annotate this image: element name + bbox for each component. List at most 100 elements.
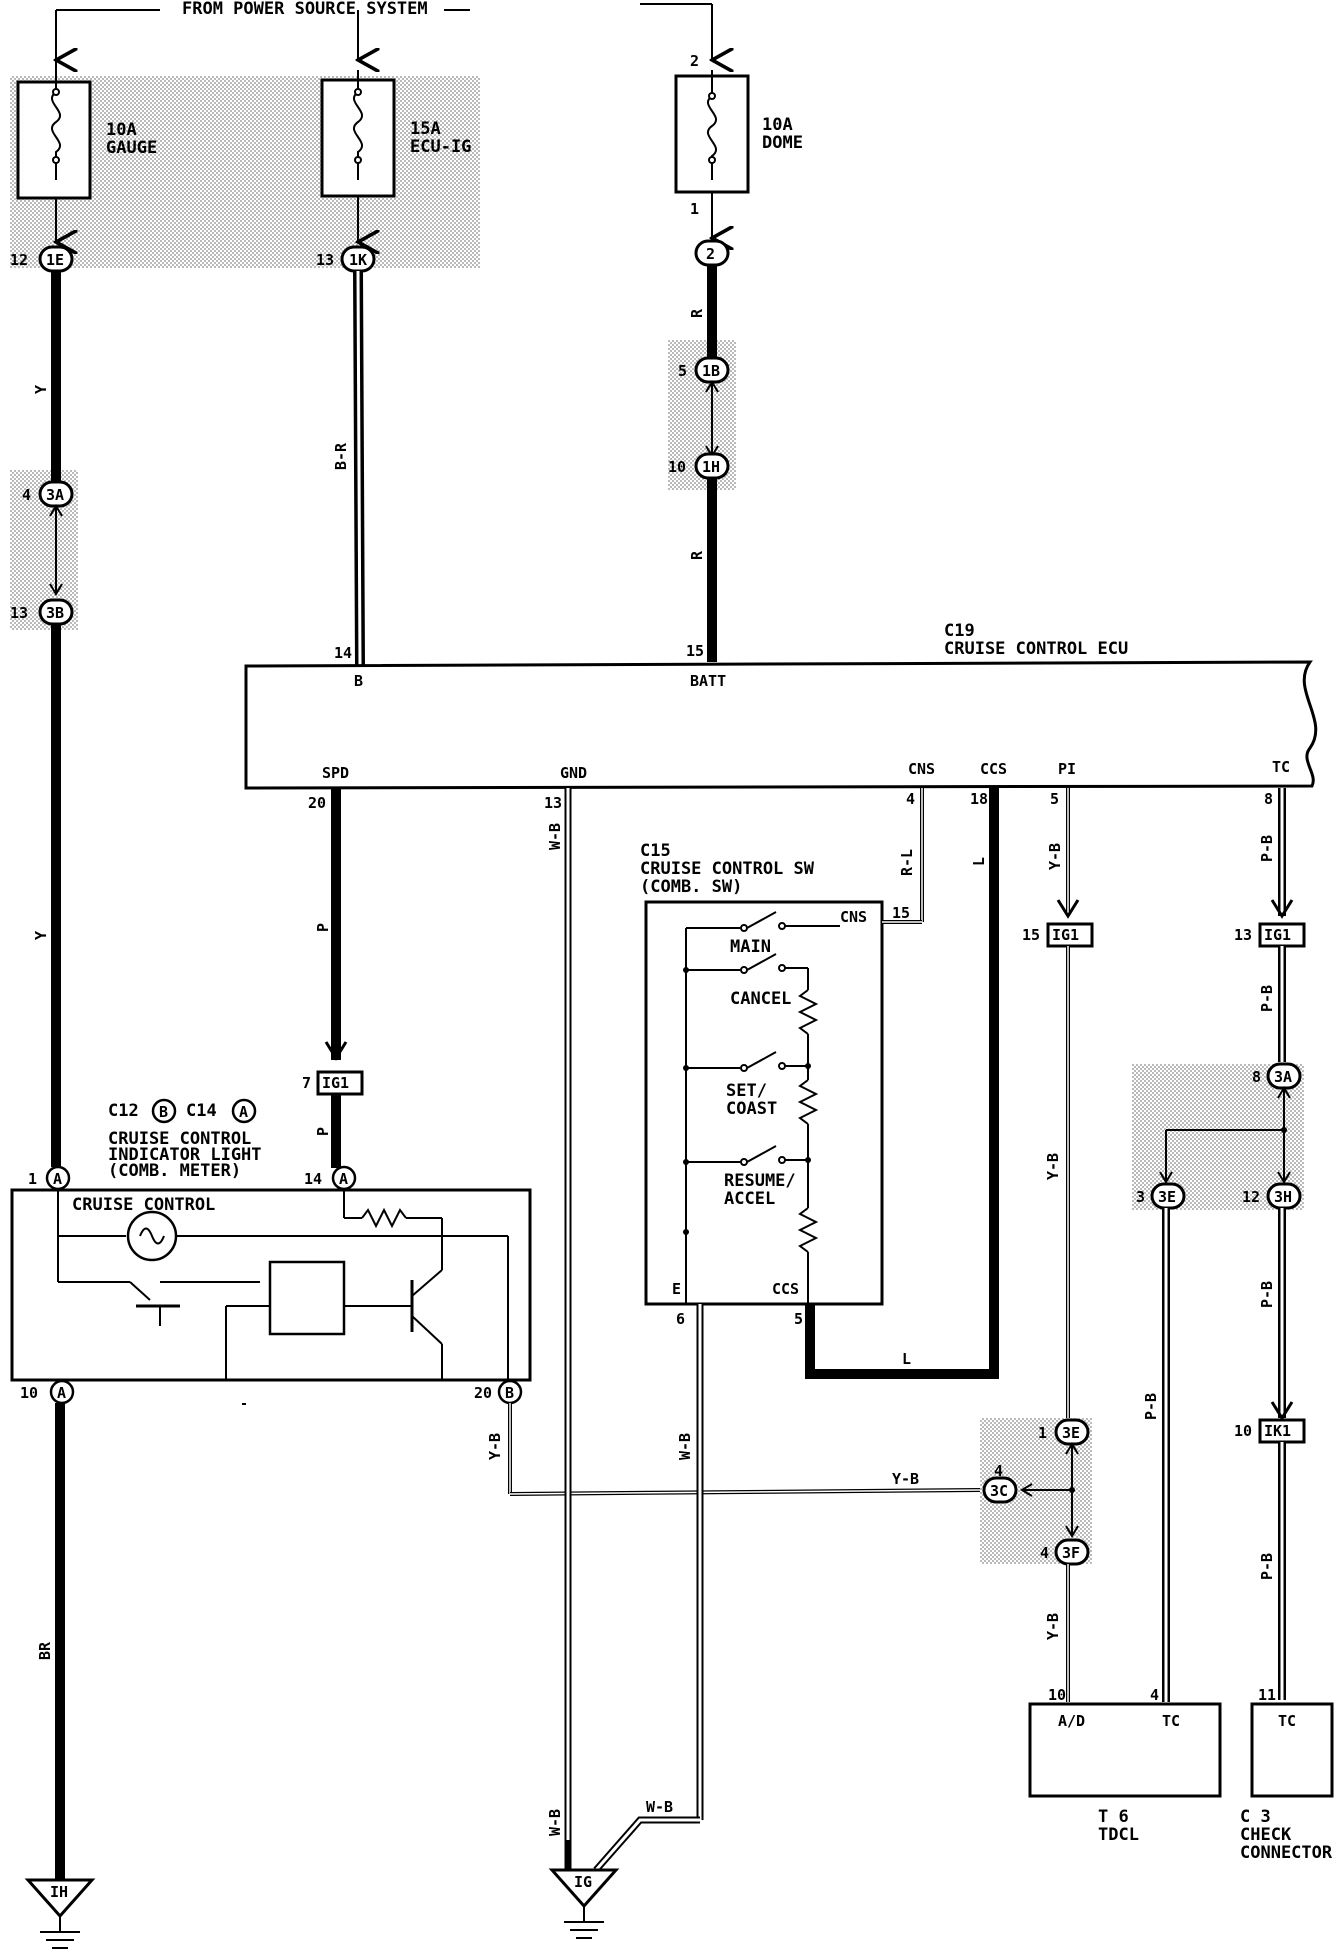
svg-text:14: 14 [334, 644, 352, 662]
svg-text:INDICATOR LIGHT: INDICATOR LIGHT [108, 1145, 262, 1165]
wire-label-yb-pi: Y-B [1046, 843, 1064, 870]
svg-text:3H: 3H [1274, 1188, 1292, 1206]
wire-label-yb-pi2: Y-B [1044, 1153, 1062, 1180]
svg-text:15: 15 [686, 642, 704, 660]
svg-text:1E: 1E [46, 251, 64, 269]
svg-text:7: 7 [302, 1074, 311, 1092]
fuse-gauge-name: GAUGE [106, 138, 157, 158]
check-name2: CONNECTOR [1240, 1843, 1333, 1863]
svg-text:IG: IG [574, 1873, 592, 1891]
wire-label-yb-meter: Y-B [486, 1433, 504, 1460]
svg-text:SET/: SET/ [726, 1081, 767, 1101]
svg-text:5: 5 [678, 362, 687, 380]
check-name1: CHECK [1240, 1825, 1292, 1845]
svg-text:10: 10 [1048, 1686, 1066, 1704]
wire-label-l-ccs-bottom: L [902, 1350, 911, 1368]
svg-text:CNS: CNS [840, 908, 867, 926]
svg-text:15: 15 [1022, 926, 1040, 944]
wire-label-r-mid: R [688, 550, 706, 560]
svg-text:CNS: CNS [908, 760, 935, 778]
svg-text:12: 12 [10, 251, 28, 269]
svg-text:20: 20 [474, 1384, 492, 1402]
svg-text:E: E [672, 1280, 681, 1298]
connector-1B: 5 1B [678, 356, 730, 384]
connector-2: 2 [694, 239, 730, 267]
svg-text:PI: PI [1058, 760, 1076, 778]
wire-label-y-mid: Y [32, 931, 50, 940]
svg-text:(COMB. METER): (COMB. METER) [108, 1161, 241, 1181]
connector-3B: 13 3B [10, 598, 74, 626]
ground-ig: IG [548, 1868, 620, 1939]
svg-text:IG1: IG1 [1052, 926, 1079, 944]
svg-text:CCS: CCS [980, 760, 1007, 778]
fuse-gauge-rating: 10A [106, 120, 137, 140]
wire-label-rl-cns: R-L [898, 849, 916, 876]
svg-text:B: B [354, 672, 363, 690]
svg-text:4: 4 [1040, 1544, 1049, 1562]
wire-label-yb-horizontal: Y-B [892, 1470, 919, 1488]
svg-text:1B: 1B [702, 362, 720, 380]
svg-text:15: 15 [892, 904, 910, 922]
svg-text:A: A [57, 1384, 66, 1402]
svg-text:A: A [339, 1170, 348, 1188]
svg-text:B: B [159, 1103, 168, 1121]
svg-text:3E: 3E [1062, 1424, 1080, 1442]
svg-text:BATT: BATT [690, 672, 726, 690]
connector-ig1-pi: 15 IG1 [1022, 922, 1094, 948]
svg-text:MAIN: MAIN [730, 937, 771, 957]
svg-text:2: 2 [706, 245, 715, 263]
tdcl-id: T 6 [1098, 1807, 1129, 1827]
meter-id-b: C12 [108, 1101, 139, 1121]
svg-text:18: 18 [970, 790, 988, 808]
ecu-name: CRUISE CONTROL ECU [944, 639, 1128, 659]
connector-3C: 4 3C [982, 1462, 1018, 1504]
switch-sub: (COMB. SW) [640, 877, 742, 897]
cruise-control-switch: C15 CRUISE CONTROL SW (COMB. SW) 15 CNS … [640, 841, 910, 1328]
cruise-control-ecu: C19 CRUISE CONTROL ECU 14 B 15 BATT SPD … [244, 621, 1318, 812]
wire-label-wb-e: W-B [676, 1433, 694, 1460]
svg-text:4: 4 [994, 1462, 1003, 1480]
svg-text:5: 5 [1050, 790, 1059, 808]
switch-id: C15 [640, 841, 671, 861]
combination-meter: C12 B C14 A CRUISE CONTROL INDICATOR LIG… [10, 1098, 532, 1405]
meter-id-a: C14 [186, 1101, 217, 1121]
svg-text:13: 13 [10, 604, 28, 622]
svg-text:COAST: COAST [726, 1099, 777, 1119]
svg-text:20: 20 [308, 794, 326, 812]
svg-text:B: B [505, 1384, 514, 1402]
connector-3E-bottom: 1 3E [1038, 1418, 1090, 1446]
svg-text:13: 13 [544, 794, 562, 812]
svg-text:10: 10 [1234, 1422, 1252, 1440]
wire-label-pb-tdcl: P-B [1142, 1393, 1160, 1420]
svg-text:6: 6 [676, 1310, 685, 1328]
svg-text:4: 4 [1150, 1686, 1159, 1704]
wire-label-br-bottom: BR [36, 1641, 54, 1660]
svg-text:CANCEL: CANCEL [730, 989, 791, 1009]
connector-3E: 3 3E [1136, 1182, 1186, 1210]
svg-text:IH: IH [50, 1883, 68, 1901]
connector-ig1-spd: 7 IG1 [302, 1070, 364, 1096]
svg-text:13: 13 [316, 251, 334, 269]
connector-1K: 13 1K [316, 245, 376, 273]
fuse-ecu-ig-rating: 15A [410, 119, 441, 139]
svg-text:1: 1 [1038, 1424, 1047, 1442]
connector-3F: 4 3F [1040, 1538, 1090, 1566]
svg-text:8: 8 [1264, 790, 1273, 808]
check-id: C 3 [1240, 1807, 1271, 1827]
svg-text:3F: 3F [1062, 1544, 1080, 1562]
wire-label-yb-tdcl: Y-B [1044, 1613, 1062, 1640]
svg-text:1: 1 [690, 200, 699, 218]
svg-text:1: 1 [28, 1170, 37, 1188]
svg-text:11: 11 [1258, 1686, 1276, 1704]
svg-text:TC: TC [1272, 758, 1290, 776]
svg-text:IG1: IG1 [1264, 926, 1291, 944]
wire-label-wb-gnd: W-B [546, 823, 564, 850]
svg-text:2: 2 [690, 52, 699, 70]
connector-ik1: 10 IK1 [1234, 1418, 1306, 1444]
wire-label-wb-ground-right: W-B [646, 1798, 673, 1816]
connector-3A-right: 8 3A [1252, 1062, 1302, 1090]
svg-text:SPD: SPD [322, 764, 349, 782]
svg-text:IG1: IG1 [322, 1074, 349, 1092]
svg-text:4: 4 [22, 486, 31, 504]
